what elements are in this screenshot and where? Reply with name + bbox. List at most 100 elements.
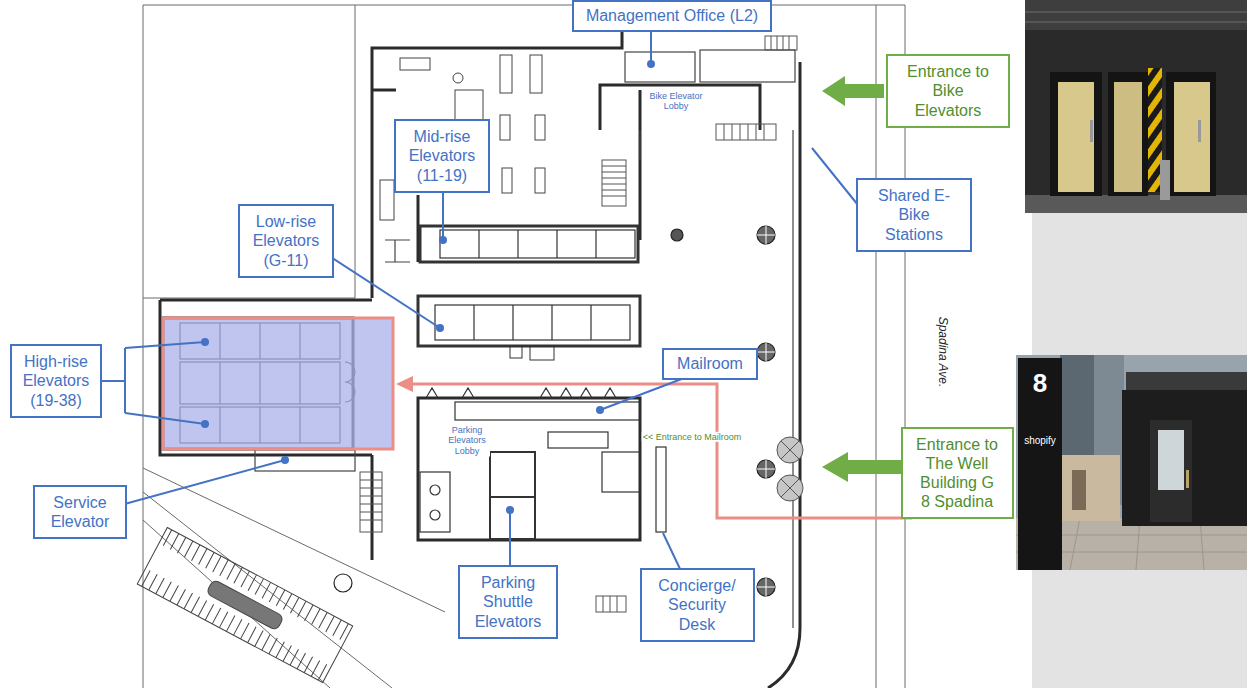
stair [724,124,764,140]
entrance-photo [1062,455,1120,521]
entrance-photo [1198,120,1201,142]
service-core [430,485,440,495]
stair [360,472,382,532]
entrance-photo [1016,355,1247,570]
street-name: Spadina Ave. [935,316,949,389]
interior-wall [639,130,640,160]
furniture [502,168,512,193]
site-line [143,298,355,299]
callout-box: High-rise Elevators (19-38) [10,344,102,418]
callout-box: Mailroom [662,348,758,379]
furniture [453,73,463,83]
interior-wall [625,52,695,82]
callout-text: Concierge/ Security Desk [650,576,745,634]
site-line [143,492,392,688]
stair [596,596,626,612]
column [671,229,683,241]
entrance-photo [1148,68,1162,192]
column [334,574,352,592]
entrance-photo [1025,195,1247,213]
revolving-door [777,437,803,501]
leader-dot [647,60,655,68]
furniture [530,55,542,93]
room-label: Parking Elevators Lobby [444,425,490,456]
stair [602,160,626,206]
leader-dot [201,338,209,346]
callout-box: Shared E-Bike Stations [856,178,972,252]
service-core [490,452,535,497]
service-core [420,472,450,532]
leader-dot [201,420,209,428]
entrance-photo [1058,82,1094,192]
building-wall [372,89,396,92]
interior-wall [385,240,410,262]
entrance-photo [1122,390,1247,526]
callout-text: Entrance to Bike Elevators [904,62,992,120]
callout-box: Parking Shuttle Elevators [458,565,558,639]
leader-line [95,24,862,590]
entrance-arrow [822,452,901,482]
site-line [355,5,356,298]
callout-text: Parking Shuttle Elevators [466,573,550,631]
furniture [535,168,545,193]
entrance-photo [1186,470,1189,488]
stair [603,596,617,612]
elevator-bank [420,226,638,262]
leader-line [110,460,285,508]
building-wall [372,22,760,298]
interior-wall [255,449,355,471]
stair [716,124,776,140]
wayfinding-note: << Entrance to Mailroom [642,432,743,442]
furniture [400,58,430,70]
callout-box: Mid-rise Elevators (11-19) [394,119,490,193]
service-core [430,510,440,520]
interior-wall [792,130,793,628]
furniture [535,115,545,140]
callout-box: Concierge/ Security Desk [640,568,755,642]
leader-dot [436,324,444,332]
furniture [380,55,545,220]
service-core [420,388,666,539]
elevator-bank [420,226,638,262]
sign-number: 8 [1032,369,1048,399]
service-core [656,447,666,532]
leader-dot [439,236,447,244]
column [334,226,775,596]
leader-line [95,342,205,424]
furniture [500,55,512,93]
building-wall [600,85,760,130]
column [757,226,775,596]
revolving-door [781,441,799,497]
room-label: Bike Elevator Lobby [646,91,706,112]
callout-box: Low-rise Elevators (G-11) [238,204,334,278]
entrance-photo [1025,0,1247,213]
entrance-photo [1090,120,1093,142]
callout-text: Mailroom [670,354,750,373]
entrance-photo [1025,0,1247,30]
entrance-photo [1018,358,1062,570]
service-core [490,497,535,539]
bike-rack [142,570,327,680]
entrance-photo [1166,72,1216,196]
site-line [143,5,905,688]
bike-rack [163,530,348,640]
sign-logo: shopify [1023,435,1057,447]
bike-rack [137,527,352,682]
leader-dot [596,406,604,414]
stair [771,36,789,50]
callout-text: Shared E-Bike Stations [868,186,960,244]
callout-text: Service Elevator [41,493,119,531]
elevator-bank [530,346,554,360]
entrance-photo [1025,12,1247,22]
elevator-bank [418,296,640,360]
leader-dot [506,506,514,514]
elevator-bank [435,305,630,340]
route-arrow [396,376,912,518]
elevator-bank [418,296,640,346]
entrance-photo [1158,430,1184,490]
callout-text: Management Office (L2) [582,6,762,25]
